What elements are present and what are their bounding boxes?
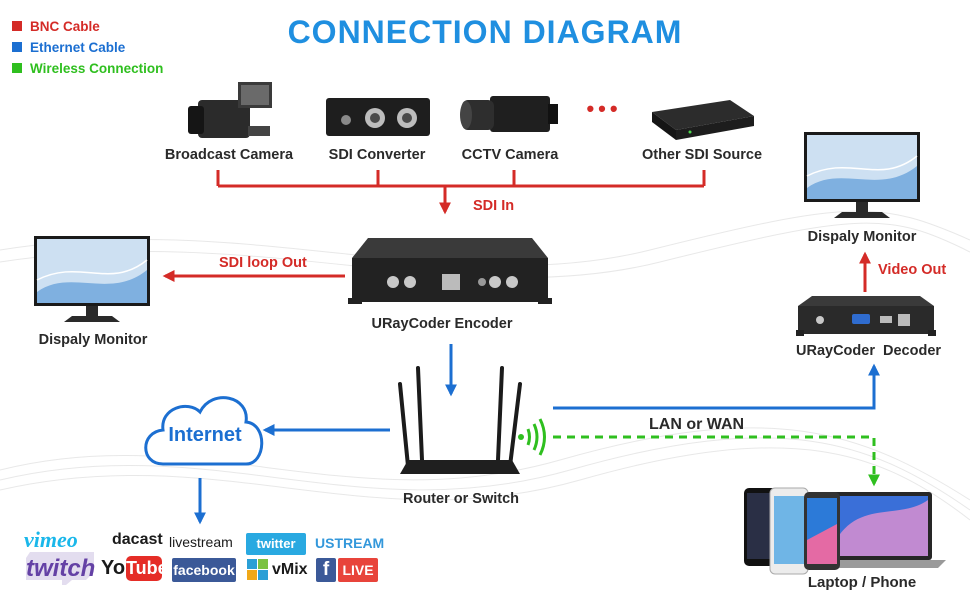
twitch-logo: twitch [26,555,96,582]
diagram-title: CONNECTION DIAGRAM [287,14,683,50]
legend-swatch-ethernet [12,42,22,52]
label-laptop-phone: Laptop / Phone [807,574,917,591]
twitch-icon [26,552,94,585]
facebook-f-logo: f [322,559,330,580]
label-sdi-converter: SDI Converter [328,147,426,163]
vmix-logo: vMix [272,561,308,578]
other-sdi-source-icon [652,100,754,140]
label-monitor-right: Dispaly Monitor [807,229,917,245]
vmix-icon [247,559,268,580]
ethernet-lines [194,344,880,525]
twitter-logo: twitter [256,536,296,551]
router-body [400,460,520,474]
facebook-f-box [316,558,336,582]
legend-item-ethernet: Ethernet Cable [12,40,125,55]
internet-cloud-icon [144,396,264,466]
legend-item-wireless: Wireless Connection [12,61,163,76]
decoder-device-icon [796,296,936,336]
facebook-logo-box [172,558,236,582]
ustream-logo: USTREAM [315,535,385,551]
bnc-cable-bus [162,170,871,292]
sdi-converter-icon [326,98,430,136]
label-cctv-camera: CCTV Camera [461,147,559,163]
facebook-logo: facebook [173,562,235,578]
live-logo: LIVE [342,562,374,578]
dacast-logo: dacast [112,531,163,548]
livestream-logo: livestream [169,534,233,550]
cctv-camera-icon [460,96,558,132]
label-sdi-in: SDI In [473,198,515,214]
legend-label-ethernet: Ethernet Cable [30,40,126,55]
monitor-left-icon [34,236,150,322]
label-sdi-loop-out: SDI loop Out [219,255,307,271]
monitor-right-icon [804,132,920,218]
wireless-line [518,418,880,487]
laptop-phone-icon [744,487,946,575]
legend-label-wireless: Wireless Connection [30,61,164,76]
label-decoder: URayCoder Decoder [796,343,942,359]
twitter-logo-box [246,533,306,555]
router-icon [398,366,522,468]
legend-item-bnc: BNC Cable [12,19,100,34]
label-encoder: URayCoder Encoder [371,316,513,332]
encoder-device-icon [348,238,552,304]
legend-swatch-bnc [12,21,22,31]
label-router: Router or Switch [402,491,520,507]
label-broadcast-camera: Broadcast Camera [164,147,294,163]
ellipsis-more-sources: ••• [586,96,622,121]
live-box [338,558,378,582]
vimeo-logo: vimeo [24,527,78,552]
label-video-out: Video Out [878,262,947,278]
youtube-logo-tube: Tube [126,556,168,581]
legend-swatch-wireless [12,63,22,73]
label-monitor-left: Dispaly Monitor [38,332,148,348]
broadcast-camera-icon [188,82,272,138]
label-other-sdi-source: Other SDI Source [641,147,763,163]
legend-label-bnc: BNC Cable [30,19,100,34]
label-internet: Internet [168,424,242,446]
label-lan-or-wan: LAN or WAN [649,416,745,433]
